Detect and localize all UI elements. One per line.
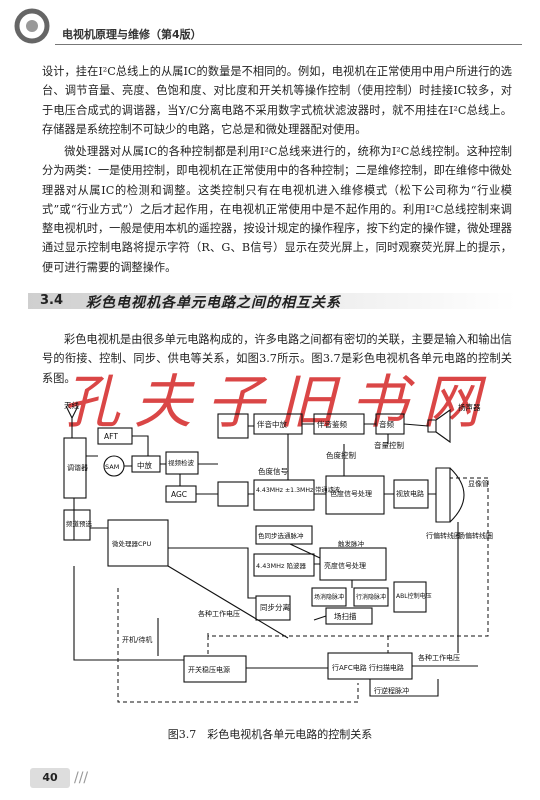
- header-rule: [55, 44, 522, 45]
- diagram-work-voltage-1: 各种工作电压: [198, 609, 240, 618]
- diagram-abl: ABL控制电压: [396, 592, 432, 600]
- section-title: 彩色电视机各单元电路之间的相互关系: [86, 295, 341, 311]
- diagram-video-det: 视频检波: [168, 458, 195, 467]
- diagram-tuner: 调谐器: [67, 463, 88, 472]
- page-footer: 40 ///: [30, 768, 150, 790]
- diagram-bandpass: 4.43MHz ±1.3MHz 带通滤波: [256, 486, 340, 494]
- diagram-color-sync: 色同步选通脉冲: [258, 531, 304, 540]
- diagram-chroma-proc: 色度信号处理: [330, 489, 372, 498]
- page-number: 40: [30, 768, 70, 788]
- diagram-h-yoke: 行偏转线圈: [426, 531, 461, 540]
- diagram-sound-if: 伴音中放: [257, 419, 287, 429]
- section-number: 3.4: [40, 293, 64, 308]
- control-diagram: 天线 扬声器 AFT 调谐器 SAM 中放 视频检波 AGC 伴音中放 伴音鉴频…: [63, 400, 493, 703]
- diagram-chroma-ctrl: 色度控制: [326, 450, 356, 460]
- diagram-flyback: 行逆程脉冲: [374, 686, 409, 695]
- diagram-chroma-signal: 色度信号: [258, 466, 288, 476]
- diagram-sam: SAM: [105, 463, 119, 471]
- diagram-video-amp: 视放电路: [396, 489, 424, 498]
- diagram-speaker: 扬声器: [458, 402, 481, 412]
- diagram-h-afc: 行AFC电路 行扫描电路: [332, 663, 404, 672]
- diagram-band-preset: 频道预选: [66, 519, 93, 528]
- section-heading-bar: [28, 293, 516, 309]
- diagram-sound-det: 伴音鉴频: [317, 419, 347, 429]
- diagram-work-voltage-2: 各种工作电压: [418, 653, 460, 662]
- diagram-agc: AGC: [171, 490, 187, 499]
- diagram-sync-sep: 同步分离: [260, 602, 290, 612]
- paragraph-2: 微处理器对从属IC的各种控制都是利用I²C总线来进行的，统称为I²C总线控制。这…: [42, 145, 512, 274]
- diagram-v-scan: 场扫描: [334, 611, 357, 621]
- diagram-trap: 4.43MHz 陷波器: [256, 561, 306, 570]
- diagram-burst: 触发脉冲: [338, 539, 365, 548]
- diagram-v-yoke: 场偏转线圈: [458, 531, 493, 540]
- paragraph-1: 设计，挂在I²C总线上的从属IC的数量是不相同的。例如，电视机在正常使用中用户所…: [42, 65, 512, 136]
- paragraph-3: 彩色电视机是由很多单元电路构成的，许多电路之间都有密切的关联，主要是输入和输出信…: [42, 333, 512, 385]
- footer-decoration: ///: [74, 770, 89, 786]
- diagram-audio: 音频: [379, 419, 394, 429]
- book-title: 电视机原理与维修（第4版）: [62, 28, 202, 41]
- page-header: 电视机原理与维修（第4版）: [0, 0, 540, 48]
- diagram-luma-proc: 亮度信号处理: [324, 561, 366, 570]
- diagram-volume-ctrl: 音量控制: [374, 440, 404, 450]
- diagram-hblank: 场消隐脉冲: [314, 593, 344, 601]
- diagram-psu: 开关稳压电源: [188, 665, 230, 674]
- diagram-cpu: 微处理器CPU: [112, 539, 151, 548]
- diagram-if-amp: 中放: [137, 460, 152, 470]
- diagram-antenna: 天线: [64, 400, 79, 410]
- diagram-vblank: 行消隐脉冲: [356, 593, 386, 601]
- diagram-crt: 显像管: [468, 479, 489, 488]
- section-heading: 3.4 彩色电视机各单元电路之间的相互关系: [28, 291, 516, 313]
- diagram-power-ctrl: 开机/待机: [122, 635, 152, 644]
- diagram-aft: AFT: [104, 432, 118, 441]
- book-logo-icon: [14, 8, 50, 44]
- figure-caption: 图3.7 彩色电视机各单元电路的控制关系: [167, 728, 373, 741]
